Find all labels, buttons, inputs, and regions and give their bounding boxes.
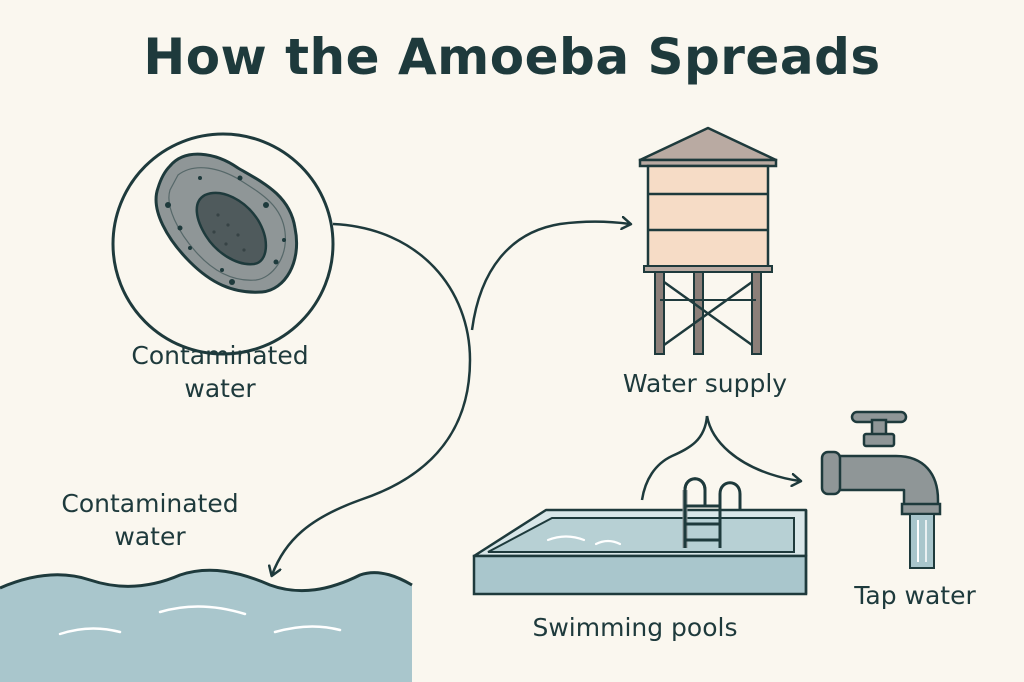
arrow-to-tap [705, 415, 800, 481]
label-contaminated-water-bottom: Contaminated water [61, 489, 239, 551]
arrow-to-pool [640, 415, 709, 501]
label-contaminated-water-top: Contaminated water [131, 341, 309, 403]
contaminated-water-body [0, 568, 413, 682]
label-water-supply: Water supply [622, 369, 788, 398]
tap-faucet-icon [820, 410, 942, 569]
water-tower-icon [638, 126, 778, 355]
label-swimming-pools: Swimming pools [532, 613, 738, 642]
arrow-to-water [272, 222, 472, 575]
page-title: How the Amoeba Spreads [143, 28, 881, 86]
label-tap-water: Tap water [854, 581, 976, 610]
amoeba-icon [111, 132, 335, 356]
swimming-pool-icon [472, 477, 808, 596]
arrow-to-water-supply [470, 222, 630, 331]
